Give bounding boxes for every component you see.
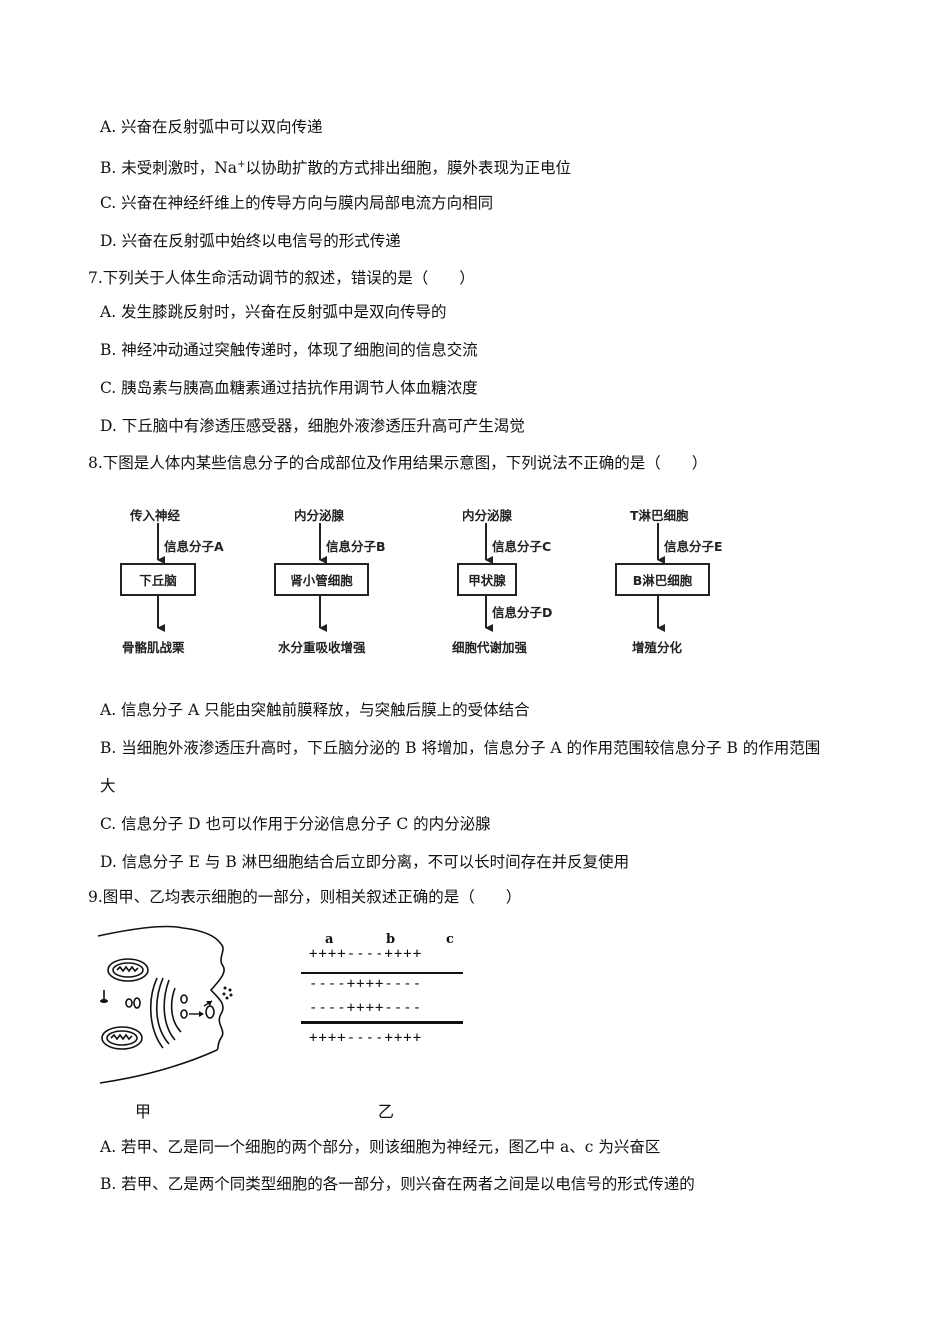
- signal-molecule-diagram: 传入神经 信息分子A 下丘脑 骨骼肌战栗 内分泌腺 信息分子B 肾小管细胞 水分…: [120, 508, 723, 655]
- membrane-line-bottom: [301, 1021, 463, 1024]
- q6-option-b-text1: B. 未受刺激时，Na: [100, 159, 238, 178]
- q7-option-a: A. 发生膝跳反射时，兴奋在反射弧中是双向传导的: [100, 303, 447, 321]
- q6-option-b-text2: 以协助扩散的方式排出细胞，膜外表现为正电位: [245, 159, 571, 178]
- q8-option-b-continued: 大: [100, 777, 116, 795]
- diagram-arrows: [157, 523, 665, 632]
- q8-option-d: D. 信息分子 E 与 B 淋巴细胞结合后立即分离，不可以长时间存在并反复使用: [100, 853, 630, 871]
- q6-option-c: C. 兴奋在神经纤维上的传导方向与膜内局部电流方向相同: [100, 194, 494, 212]
- q7-stem: 7.下列关于人体生命活动调节的叙述，错误的是（ ）: [88, 269, 475, 287]
- q8-stem: 8.下图是人体内某些信息分子的合成部位及作用结果示意图，下列说法不正确的是（ ）: [88, 454, 708, 472]
- q6-option-b-sup: +: [237, 159, 246, 170]
- q7-option-d: D. 下丘脑中有渗透压感受器，细胞外液渗透压升高可产生渴觉: [100, 417, 525, 435]
- charge-row-inner-bottom: ----++++----: [309, 1000, 423, 1016]
- diagram-source-2: 内分泌腺: [294, 508, 345, 523]
- q8-option-c: C. 信息分子 D 也可以作用于分泌信息分子 C 的内分泌腺: [100, 815, 491, 833]
- diagram-signal-3: 信息分子C: [492, 539, 552, 554]
- q6-option-b: B. 未受刺激时，Na+以协助扩散的方式排出细胞，膜外表现为正电位: [100, 155, 571, 178]
- diagram-signal-d: 信息分子D: [492, 605, 553, 620]
- q6-option-a: A. 兴奋在反射弧中可以双向传递: [100, 118, 323, 136]
- diagram-source-1: 传入神经: [130, 508, 181, 523]
- diagram-result-1: 骨骼肌战栗: [122, 640, 185, 655]
- charge-row-outer-top: ++++----++++: [309, 946, 423, 962]
- diagram-result-2: 水分重吸收增强: [278, 640, 366, 655]
- membrane-line-top: [301, 972, 463, 974]
- cell-secretion-illustration: [97, 925, 233, 1084]
- diagram-source-4: T淋巴细胞: [630, 508, 689, 523]
- q8-option-b: B. 当细胞外液渗透压升高时，下丘脑分泌的 B 将增加，信息分子 A 的作用范围…: [100, 739, 821, 757]
- q9-stem: 9.图甲、乙均表示细胞的一部分，则相关叙述正确的是（ ）: [88, 888, 522, 906]
- diagram-result-3: 细胞代谢加强: [452, 640, 528, 655]
- diagram-signal-2: 信息分子B: [326, 539, 386, 554]
- label-b: b: [386, 932, 397, 947]
- diagram-target-1: 下丘脑: [120, 563, 196, 596]
- diagram-signal-1: 信息分子A: [164, 539, 224, 554]
- diagram-target-3: 甲状腺: [457, 563, 517, 596]
- diagram-target-2: 肾小管细胞: [274, 563, 369, 596]
- diagram-result-4: 增殖分化: [632, 640, 683, 655]
- q7-option-c: C. 胰岛素与胰高血糖素通过拮抗作用调节人体血糖浓度: [100, 379, 478, 397]
- charge-row-outer-bottom: ++++----++++: [309, 1030, 423, 1046]
- figure-yi: a b c ++++----++++ ----++++---- ----++++…: [285, 920, 485, 1121]
- q7-option-b: B. 神经冲动通过突触传递时，体现了细胞间的信息交流: [100, 341, 478, 359]
- figure-yi-caption: 乙: [378, 1102, 395, 1121]
- diagram-source-3: 内分泌腺: [462, 508, 513, 523]
- figure-jia-caption: 甲: [135, 1102, 152, 1121]
- diagram-target-4: B淋巴细胞: [615, 563, 710, 596]
- q9-option-b: B. 若甲、乙是两个同类型细胞的各一部分，则兴奋在两者之间是以电信号的形式传递的: [100, 1175, 695, 1193]
- label-c: c: [446, 932, 455, 947]
- figure-jia: 甲: [85, 920, 265, 1121]
- q6-option-d: D. 兴奋在反射弧中始终以电信号的形式传递: [100, 232, 401, 250]
- diagram-signal-4: 信息分子E: [664, 539, 723, 554]
- charge-row-inner-top: ----++++----: [309, 976, 423, 992]
- label-a: a: [325, 932, 335, 947]
- q8-option-a: A. 信息分子 A 只能由突触前膜释放，与突触后膜上的受体结合: [100, 701, 530, 719]
- q9-option-a: A. 若甲、乙是同一个细胞的两个部分，则该细胞为神经元，图乙中 a、c 为兴奋区: [100, 1138, 661, 1156]
